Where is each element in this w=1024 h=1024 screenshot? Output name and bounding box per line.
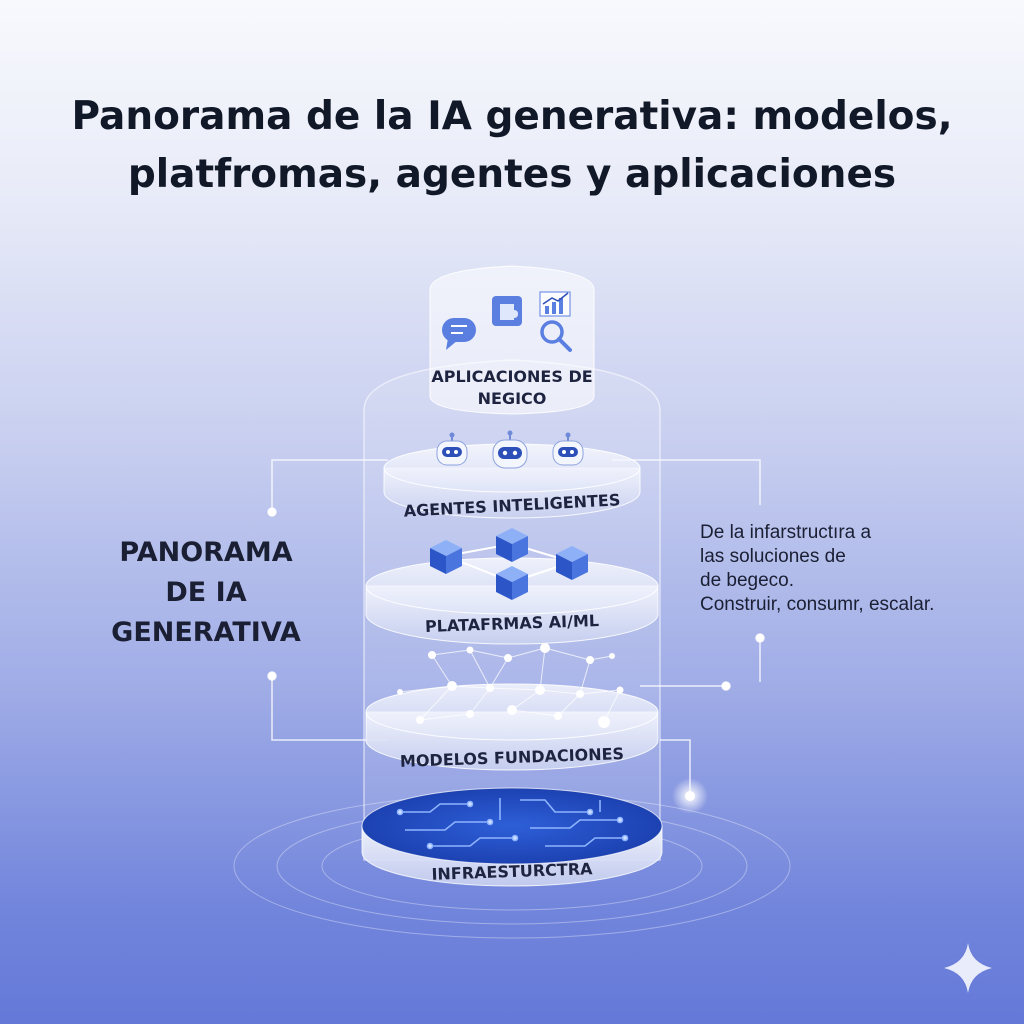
title-line-2: platfromas, agentes y aplicaciones [127,152,897,197]
side-title-line-1: PANORAMA [119,537,293,568]
connector-lines [267,459,765,796]
side-title-line-2: DE IA [165,577,247,608]
layer-intelligent-agents [383,430,641,519]
robot-icon [552,432,584,466]
title-line-1: Panorama de la IA generativa: modelos, [71,94,953,139]
cube-icon [430,540,462,574]
network-nodes [397,643,624,728]
cube-icon [496,566,528,600]
layer-business-applications [429,265,595,415]
layer-foundation-models [365,643,659,771]
glow-dot-core [685,791,695,801]
side-description: De la infarstructıra a las soluciones de… [700,521,1000,617]
neural-network-icon [399,647,621,723]
bar-chart-icon [539,291,571,317]
side-description-line-3: de begeco. [700,570,795,591]
side-description-line-4: Construir, consumr, escalar. [700,594,935,615]
chat-bubble-icon [442,318,476,350]
layer-ai-ml-platforms [365,528,659,645]
puzzle-icon [492,296,522,326]
side-title-line-3: GENERATIVA [111,617,301,648]
applications-label-line-2: NEGICO [477,389,547,408]
cube-icon [496,528,528,562]
circuit-board-icon [396,798,629,850]
layer-infrastructure [361,787,663,887]
robot-icon [436,432,468,466]
magnifier-icon [540,320,572,352]
applications-label-line-1: APLICACIONES DE [431,367,593,386]
side-description-line-2: las soluciones de [700,546,846,567]
side-description-line-1: De la infarstructıra a [700,522,872,543]
page-title: Panorama de la IA generativa: modelos, p… [0,88,1024,204]
layer-label-applications: APLICACIONES DE NEGICO [430,366,594,410]
robot-icon [492,430,528,469]
cube-icon [556,546,588,580]
side-title: PANORAMA DE IA GENERATIVA [96,533,316,653]
sparkle-icon [944,943,992,993]
